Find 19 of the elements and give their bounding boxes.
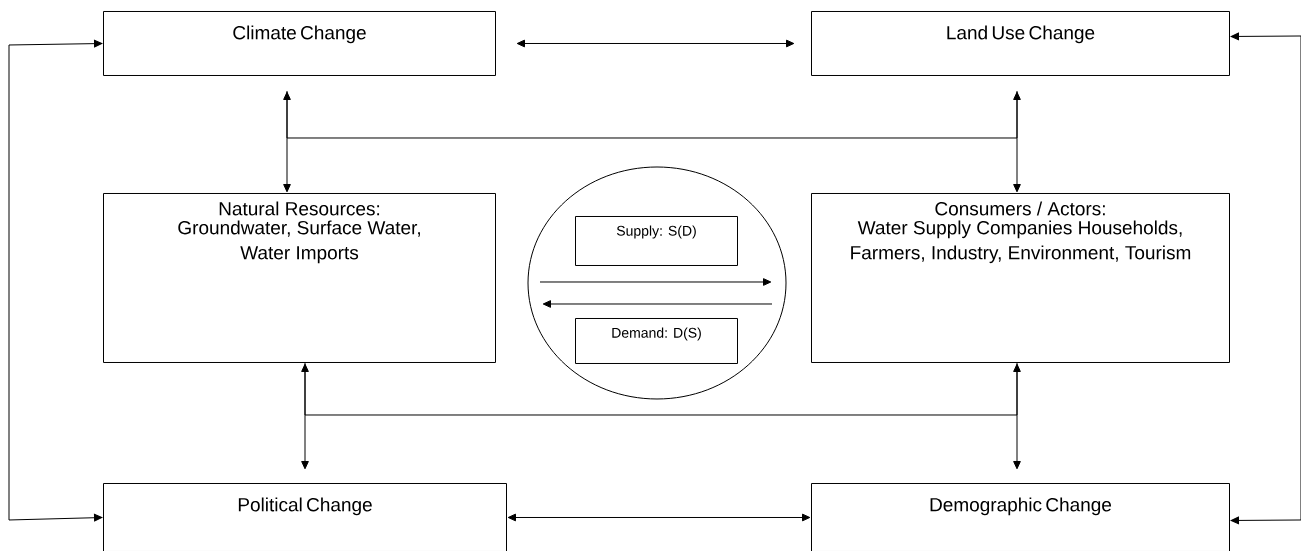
arrow <box>301 363 309 470</box>
arrow <box>1013 91 1021 193</box>
process-box: Demand: D(S) <box>575 318 738 364</box>
arrow <box>283 91 291 193</box>
circle-frame <box>527 166 787 400</box>
connector-line <box>286 90 1018 139</box>
arrow <box>516 39 795 48</box>
loop-arrow <box>8 39 103 522</box>
process-box: Natural Resources: Groundwater, Surface Water, Water Imports <box>103 193 496 363</box>
connector-line <box>304 362 1018 416</box>
process-box: Demographic Change <box>811 483 1230 551</box>
arrow <box>1013 363 1021 470</box>
process-box: Political Change <box>103 483 507 551</box>
loop-arrow <box>1230 32 1301 525</box>
process-box: Supply: S(D) <box>575 216 738 266</box>
process-box: Climate Change <box>103 11 496 76</box>
process-box: Land Use Change <box>811 11 1230 76</box>
arrow <box>507 513 811 522</box>
process-box: Consumers / Actors: Water Supply Companies Households, Farmers, Industry, Environment, Tourism <box>811 193 1230 363</box>
